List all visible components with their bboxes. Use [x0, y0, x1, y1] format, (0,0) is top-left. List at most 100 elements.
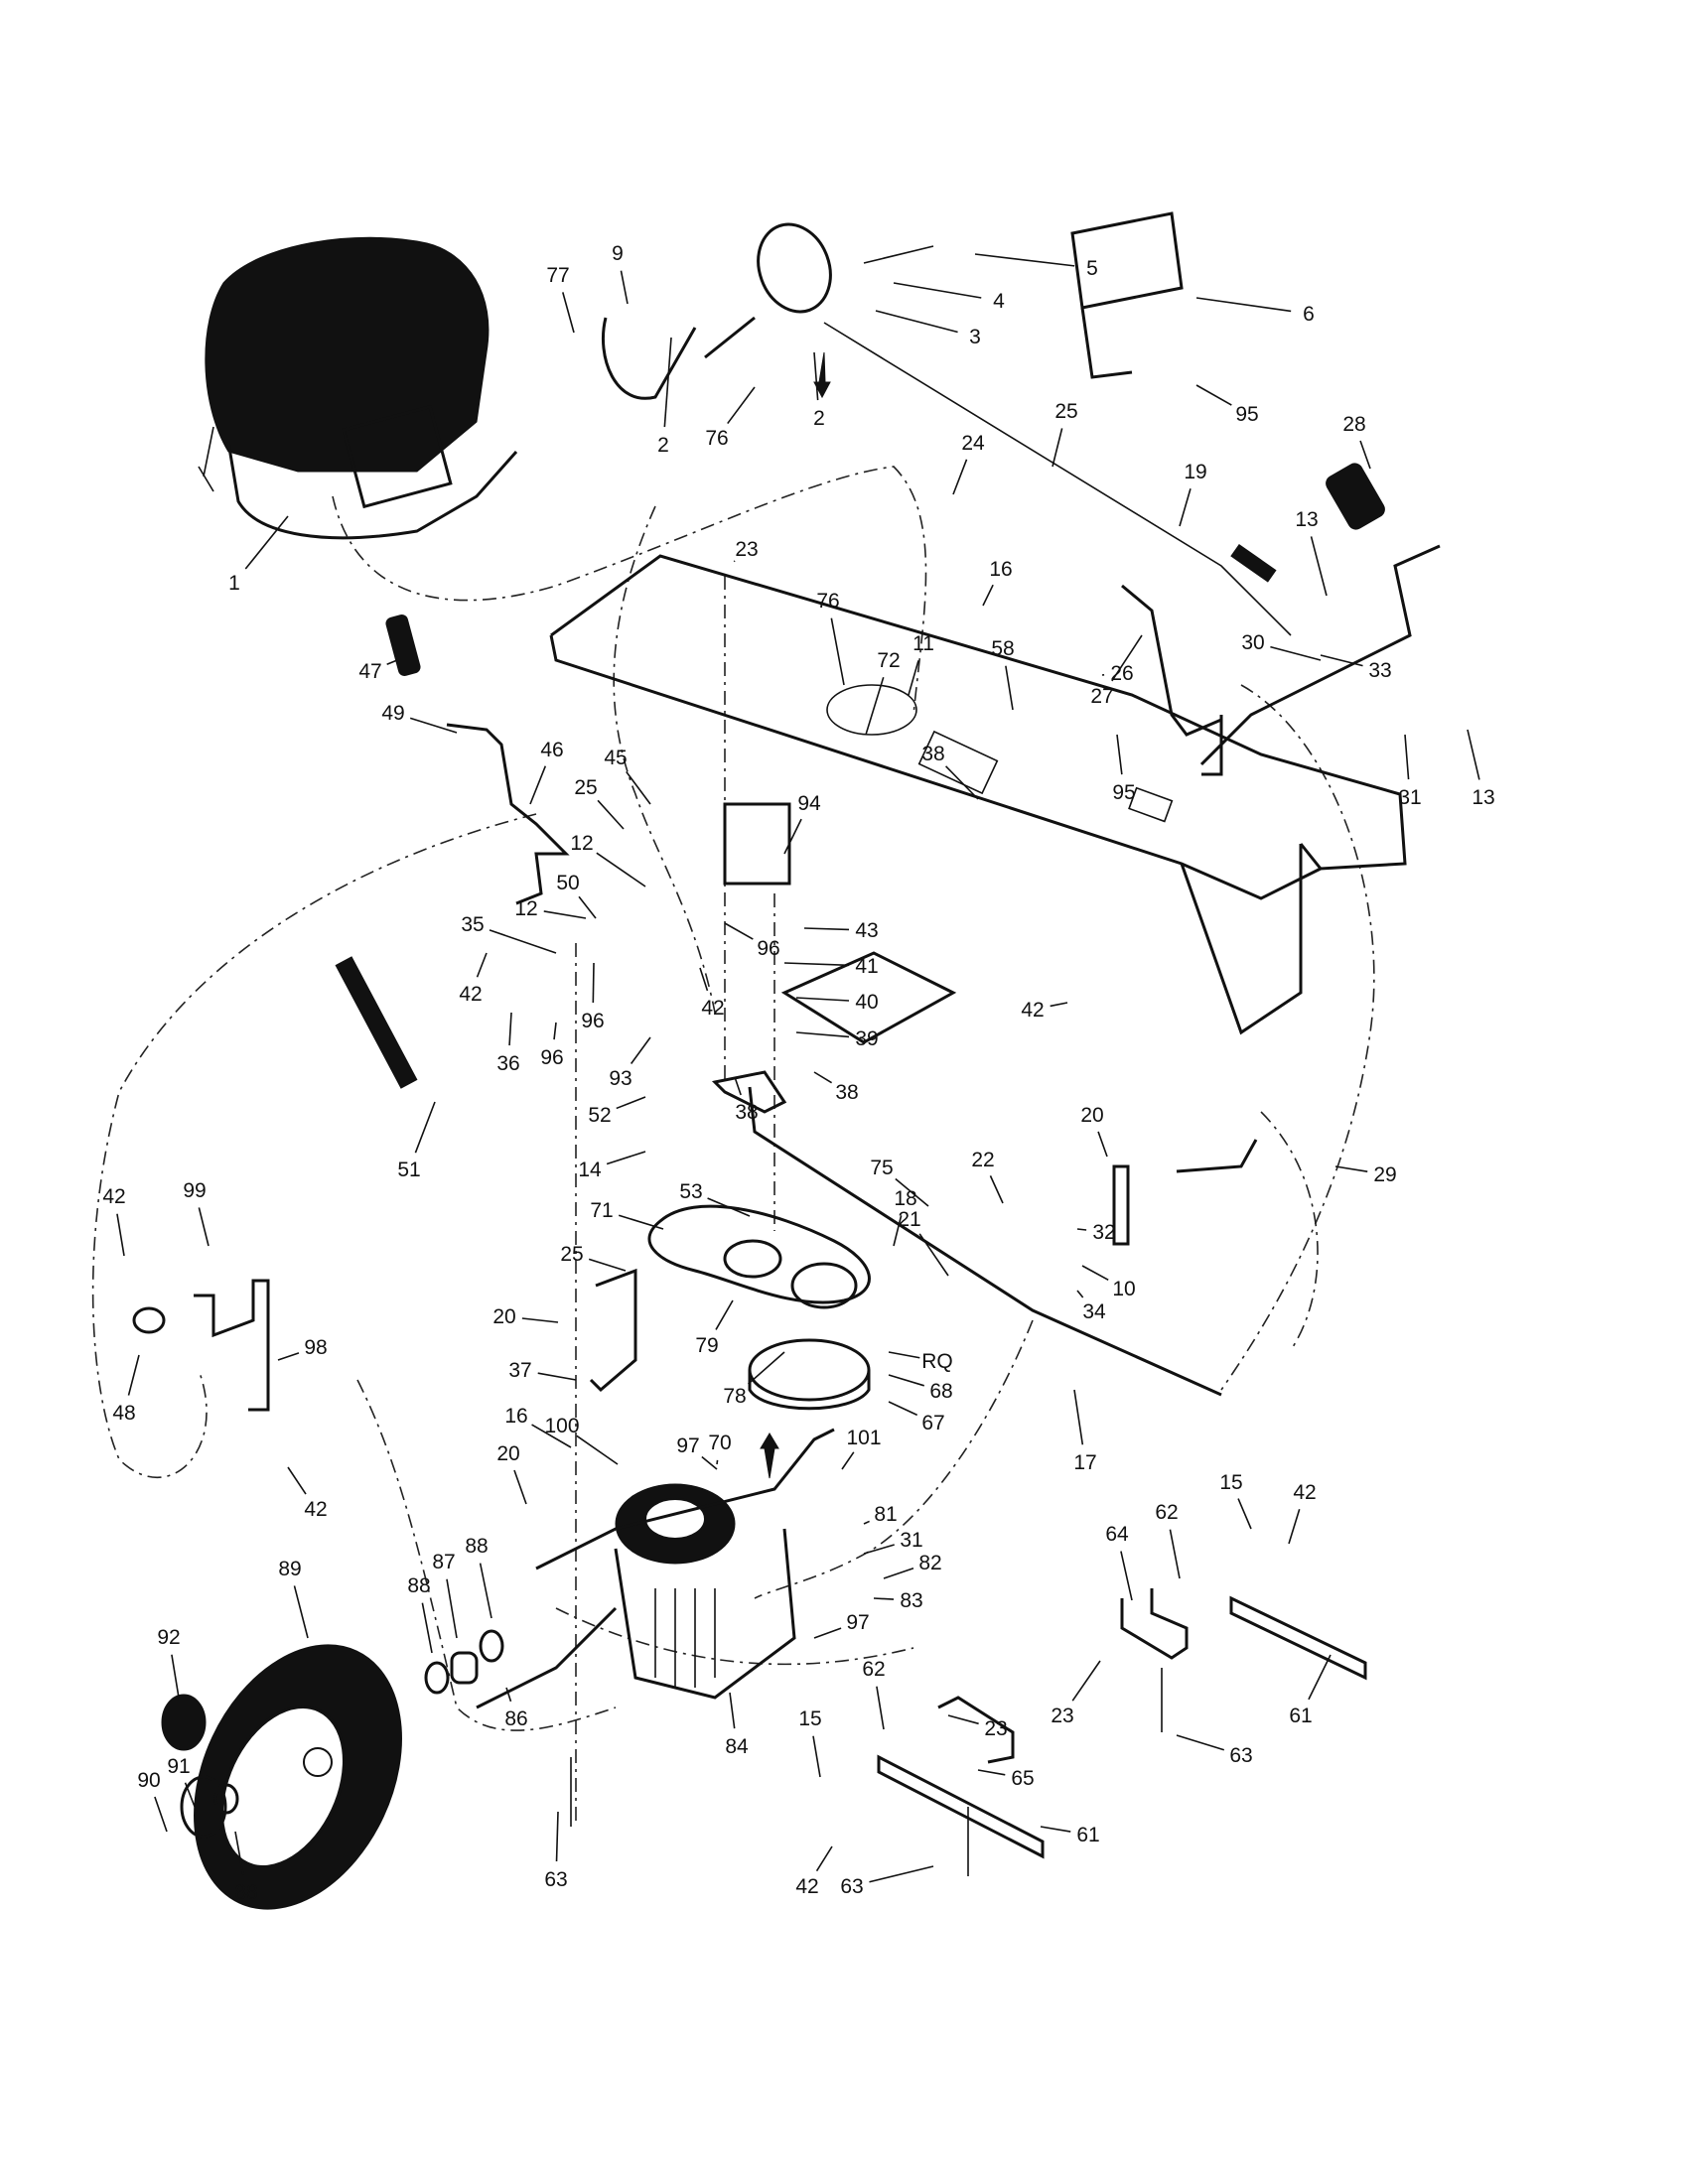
- callout-label: 94: [797, 792, 821, 815]
- callout-leader-94: [783, 818, 802, 855]
- callout-leader-89: [293, 1585, 309, 1639]
- callout-leader-76: [727, 386, 756, 425]
- callout-label: 68: [929, 1380, 952, 1403]
- callout-label: 52: [588, 1104, 611, 1127]
- callout-leader-42: [287, 1466, 307, 1495]
- callout-leader-86: [505, 1687, 512, 1703]
- callout-leader-38: [734, 1076, 742, 1096]
- callout-label: 63: [840, 1875, 863, 1898]
- callout-leader-17: [1073, 1389, 1084, 1445]
- callout-leader-96: [724, 922, 754, 940]
- callout-label: 42: [1021, 999, 1044, 1022]
- callout-leader-13: [1467, 729, 1480, 780]
- callout-label: 67: [921, 1412, 944, 1434]
- bracket-65: [937, 1696, 1015, 1764]
- callout-leader-40: [795, 997, 850, 1002]
- pedal-assembly: [1199, 463, 1441, 776]
- callout-label: 42: [1293, 1481, 1316, 1504]
- callout-label: 23: [735, 538, 758, 561]
- callout-label: 26: [1110, 662, 1133, 685]
- callout-label: 65: [1011, 1767, 1034, 1790]
- callout-leader-3: [875, 310, 958, 334]
- callout-label: 98: [304, 1336, 327, 1359]
- callout-leader-34: [1076, 1290, 1084, 1298]
- callout-leader-16: [531, 1424, 572, 1448]
- callout-leader-42: [476, 952, 488, 978]
- callout-leader-84: [729, 1692, 736, 1729]
- callout-leader-25: [588, 1258, 627, 1272]
- callout-label: 100: [544, 1415, 579, 1437]
- callout-leader-62: [1169, 1529, 1181, 1579]
- callout-leader-42: [1288, 1508, 1301, 1545]
- callout-leader-2: [813, 351, 819, 401]
- callout-label: 30: [1241, 631, 1264, 654]
- callout-leader-70: [716, 1459, 719, 1465]
- callout-leader-92: [171, 1654, 180, 1699]
- callout-leader-42: [1050, 1002, 1068, 1008]
- callout-label: 12: [570, 832, 593, 855]
- callout-label: 76: [816, 590, 839, 613]
- callout-leader-19: [1179, 488, 1192, 527]
- arm-61-lower: [877, 1754, 1045, 1859]
- transaxle: [476, 1428, 835, 1709]
- callout-label: 58: [991, 637, 1014, 660]
- callout-label: 87: [432, 1551, 455, 1573]
- callout-leader-14: [606, 1151, 646, 1165]
- callout-leader-63: [555, 1811, 559, 1862]
- bracket-98: [194, 1279, 270, 1412]
- engine: [198, 236, 518, 540]
- callout-label: 25: [574, 776, 597, 799]
- callout-label: 99: [183, 1179, 206, 1202]
- callout-label: 24: [961, 432, 985, 455]
- callout-label: 82: [918, 1552, 941, 1574]
- lever-rod: [1121, 584, 1222, 737]
- belt-and-pulleys: [647, 1204, 871, 1411]
- callout-label: 72: [877, 649, 900, 672]
- callout-label: 6: [1303, 303, 1315, 326]
- callout-leader-24: [952, 459, 968, 495]
- callout-label: 86: [504, 1707, 527, 1730]
- callout-label: 96: [540, 1046, 563, 1069]
- callout-leader-18: [893, 1215, 903, 1247]
- callout-leader-90: [154, 1796, 168, 1833]
- callout-label: 83: [900, 1589, 922, 1612]
- callout-label: 31: [900, 1529, 922, 1552]
- callout-label: 31: [1398, 786, 1421, 809]
- callout-leader-33: [1320, 654, 1363, 667]
- callout-label: 5: [1086, 257, 1098, 280]
- callout-leader-28: [1359, 440, 1371, 470]
- callout-label: 51: [397, 1159, 420, 1181]
- callout-label: 46: [540, 739, 563, 761]
- callout-label: 79: [695, 1334, 718, 1357]
- callout-leader-88: [234, 1831, 244, 1875]
- callout-label: 36: [496, 1052, 519, 1075]
- callout-leader-20: [513, 1469, 527, 1505]
- callout-label: 10: [1112, 1278, 1135, 1300]
- callout-leader-27: [1111, 634, 1143, 682]
- callout-leader-RQ: [888, 1351, 920, 1359]
- callout-label: 64: [1105, 1523, 1129, 1546]
- callout-leader-91: [184, 1782, 198, 1813]
- callout-label: 40: [855, 991, 878, 1014]
- callout-label: 97: [846, 1611, 869, 1634]
- callout-label: 62: [862, 1658, 885, 1681]
- callout-leader-79: [715, 1299, 734, 1330]
- callout-label: 34: [1082, 1300, 1106, 1323]
- callout-label: 92: [157, 1626, 180, 1649]
- callout-leader-67: [888, 1401, 918, 1417]
- callout-leader-31: [863, 1544, 895, 1555]
- callout-leader-99: [198, 1207, 210, 1247]
- callout-leader-51: [414, 1101, 436, 1154]
- tension-spring: [335, 956, 418, 1089]
- callout-leader-62: [876, 1686, 885, 1730]
- shift-rod-29: [1176, 1139, 1258, 1173]
- callout-label: 38: [921, 743, 944, 765]
- callout-leader-96: [553, 1022, 557, 1040]
- callout-leader-41: [783, 962, 850, 967]
- callout-label: 42: [102, 1185, 125, 1208]
- callout-leader-32: [1076, 1228, 1087, 1231]
- callout-label: 95: [1112, 781, 1135, 804]
- callout-leader-31: [1404, 734, 1410, 780]
- callout-label: 42: [701, 997, 724, 1020]
